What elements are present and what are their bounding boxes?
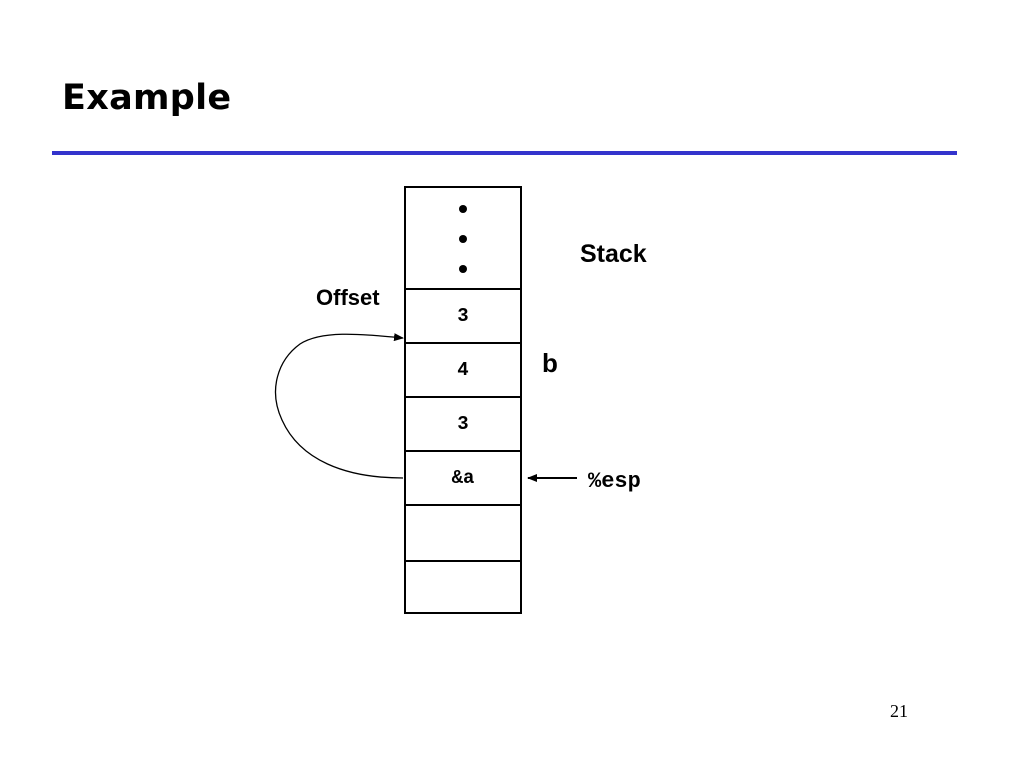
esp-label: %esp <box>588 469 641 494</box>
title-rule <box>52 151 957 155</box>
b-label: b <box>542 348 558 378</box>
stack-cell: 3 <box>406 288 520 342</box>
ellipsis-dot <box>459 265 467 273</box>
stack-cell: 4 <box>406 342 520 396</box>
ellipsis-dots <box>406 188 520 288</box>
stack-cell <box>406 504 520 560</box>
offset-arrow <box>274 333 404 479</box>
stack-label: Stack <box>580 240 647 268</box>
slide-title: Example <box>62 78 232 118</box>
page-number: 21 <box>890 701 908 721</box>
offset-label: Offset <box>316 285 380 310</box>
ellipsis-dot <box>459 235 467 243</box>
ellipsis-dot <box>459 205 467 213</box>
stack-cell: 3 <box>406 396 520 450</box>
stack-diagram: 3 4 3 &a <box>404 186 522 614</box>
stack-cell <box>406 560 520 612</box>
stack-cell: &a <box>406 450 520 504</box>
